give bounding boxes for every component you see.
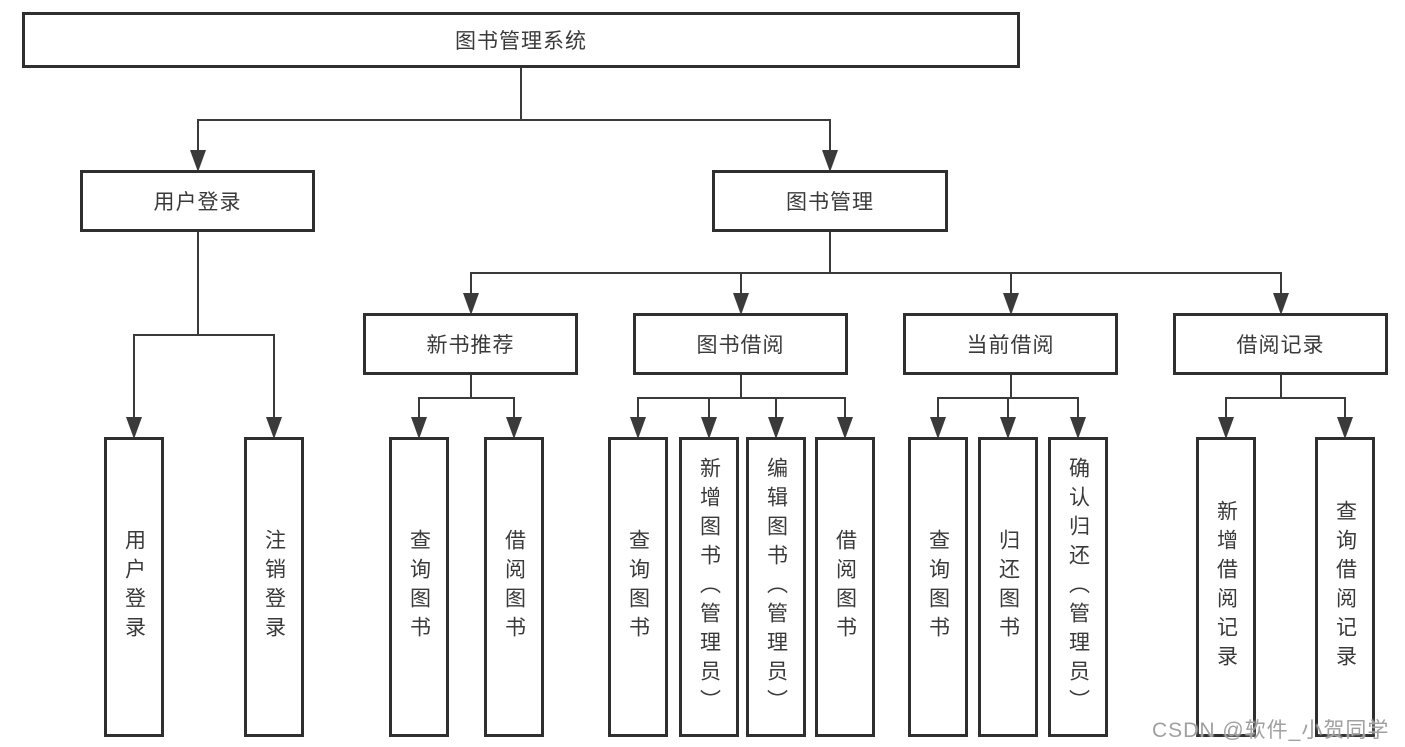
node-leaf-add-record: 新增借阅记录 xyxy=(1196,437,1256,737)
node-label-book-borrow: 图书借阅 xyxy=(696,334,785,357)
node-label-leaf-borrow-books-2: 借阅图书 xyxy=(833,529,857,645)
arrow-down-icon xyxy=(837,417,853,439)
node-leaf-add-books: 新增图书（管理员） xyxy=(679,437,739,737)
connector-drop-borrow-records xyxy=(1279,273,1282,297)
node-leaf-logout: 注销登录 xyxy=(244,437,304,737)
node-leaf-borrow-books-2: 借阅图书 xyxy=(815,437,875,737)
node-borrow-records: 借阅记录 xyxy=(1173,313,1388,375)
node-label-leaf-query-books-1: 查询图书 xyxy=(407,529,431,645)
node-label-current-borrow: 当前借阅 xyxy=(966,334,1055,357)
node-label-leaf-return-books: 归还图书 xyxy=(996,529,1020,645)
node-user-login: 用户登录 xyxy=(80,170,315,232)
connector-stem-book-mgmt xyxy=(829,232,831,273)
connector-stem-book-borrow xyxy=(739,375,742,398)
node-label-leaf-borrow-books-1: 借阅图书 xyxy=(502,529,526,645)
connector-stem-borrow-records xyxy=(1279,375,1282,398)
connector-drop-leaf-query-books-1 xyxy=(418,398,420,421)
connector-drop-leaf-return-books xyxy=(1007,398,1009,421)
arrow-down-icon xyxy=(1272,293,1289,315)
connector-bus-borrow-records xyxy=(1225,397,1346,399)
connector-drop-book-mgmt xyxy=(829,120,831,154)
node-label-borrow-records: 借阅记录 xyxy=(1236,334,1325,357)
connector-drop-leaf-confirm-return xyxy=(1077,398,1079,421)
node-label-leaf-add-books: 新增图书（管理员） xyxy=(697,456,721,718)
arrow-down-icon xyxy=(462,293,479,315)
connector-drop-current-borrow xyxy=(1009,273,1012,297)
arrow-down-icon xyxy=(768,417,784,439)
arrow-down-icon xyxy=(1000,417,1016,439)
node-label-user-login: 用户登录 xyxy=(153,191,242,214)
node-label-book-mgmt: 图书管理 xyxy=(786,191,874,214)
connector-stem-current-borrow xyxy=(1009,375,1012,398)
node-label-leaf-confirm-return: 确认归还（管理员） xyxy=(1066,456,1090,718)
arrow-down-icon xyxy=(1218,417,1234,439)
arrow-down-icon xyxy=(1070,417,1086,439)
arrow-down-icon xyxy=(1337,417,1353,439)
csdn-watermark: CSDN @软件_小贺同学 xyxy=(1152,719,1390,742)
node-root: 图书管理系统 xyxy=(22,12,1020,68)
connector-drop-book-borrow xyxy=(739,273,742,297)
arrow-down-icon xyxy=(930,417,946,439)
node-label-root: 图书管理系统 xyxy=(455,30,587,53)
arrow-down-icon xyxy=(822,150,838,172)
node-leaf-confirm-return: 确认归还（管理员） xyxy=(1048,437,1108,737)
node-book-borrow: 图书借阅 xyxy=(633,313,848,375)
arrow-down-icon xyxy=(701,417,717,439)
connector-drop-user-login xyxy=(196,120,199,154)
connector-drop-leaf-user-login xyxy=(133,335,135,421)
connector-drop-new-book-rec xyxy=(469,273,472,297)
node-current-borrow: 当前借阅 xyxy=(903,313,1118,375)
connector-drop-leaf-query-record xyxy=(1344,398,1346,421)
node-label-leaf-query-record: 查询借阅记录 xyxy=(1333,500,1357,674)
connector-stem-new-book-rec xyxy=(469,375,472,398)
node-leaf-query-books-2: 查询图书 xyxy=(608,437,668,737)
node-label-leaf-user-login: 用户登录 xyxy=(122,529,146,645)
node-leaf-return-books: 归还图书 xyxy=(978,437,1038,737)
connector-drop-leaf-logout xyxy=(273,335,275,421)
connector-stem-root xyxy=(520,68,522,120)
connector-bus-book-mgmt xyxy=(469,272,1282,274)
node-leaf-edit-books: 编辑图书（管理员） xyxy=(746,437,806,737)
connector-bus-book-borrow xyxy=(637,397,846,399)
connector-stem-user-login xyxy=(196,232,199,335)
node-label-leaf-add-record: 新增借阅记录 xyxy=(1214,500,1238,674)
node-label-leaf-edit-books: 编辑图书（管理员） xyxy=(764,456,788,718)
connector-drop-leaf-edit-books xyxy=(775,398,777,421)
arrow-down-icon xyxy=(732,293,749,315)
node-leaf-borrow-books-1: 借阅图书 xyxy=(484,437,544,737)
connector-bus-new-book-rec xyxy=(418,397,515,399)
node-leaf-query-books-3: 查询图书 xyxy=(908,437,968,737)
connector-drop-leaf-add-books xyxy=(708,398,710,421)
connector-bus-root xyxy=(196,119,831,121)
arrow-down-icon xyxy=(411,417,427,439)
connector-drop-leaf-borrow-books-2 xyxy=(844,398,846,421)
node-new-book-rec: 新书推荐 xyxy=(363,313,578,375)
connector-drop-leaf-add-record xyxy=(1225,398,1227,421)
node-book-mgmt: 图书管理 xyxy=(712,170,948,232)
connector-bus-user-login xyxy=(133,334,275,336)
node-label-new-book-rec: 新书推荐 xyxy=(426,334,515,357)
arrow-down-icon xyxy=(266,417,282,439)
node-leaf-user-login: 用户登录 xyxy=(104,437,164,737)
node-label-leaf-query-books-2: 查询图书 xyxy=(626,529,650,645)
connector-drop-leaf-query-books-3 xyxy=(937,398,939,421)
arrow-down-icon xyxy=(1002,293,1019,315)
connector-drop-leaf-borrow-books-1 xyxy=(513,398,515,421)
node-label-leaf-query-books-3: 查询图书 xyxy=(926,529,950,645)
node-label-leaf-logout: 注销登录 xyxy=(262,529,286,645)
connector-drop-leaf-query-books-2 xyxy=(637,398,639,421)
arrow-down-icon xyxy=(630,417,646,439)
node-leaf-query-books-1: 查询图书 xyxy=(389,437,449,737)
arrow-down-icon xyxy=(506,417,522,439)
arrow-down-icon xyxy=(189,150,206,172)
arrow-down-icon xyxy=(126,417,142,439)
node-leaf-query-record: 查询借阅记录 xyxy=(1315,437,1375,737)
